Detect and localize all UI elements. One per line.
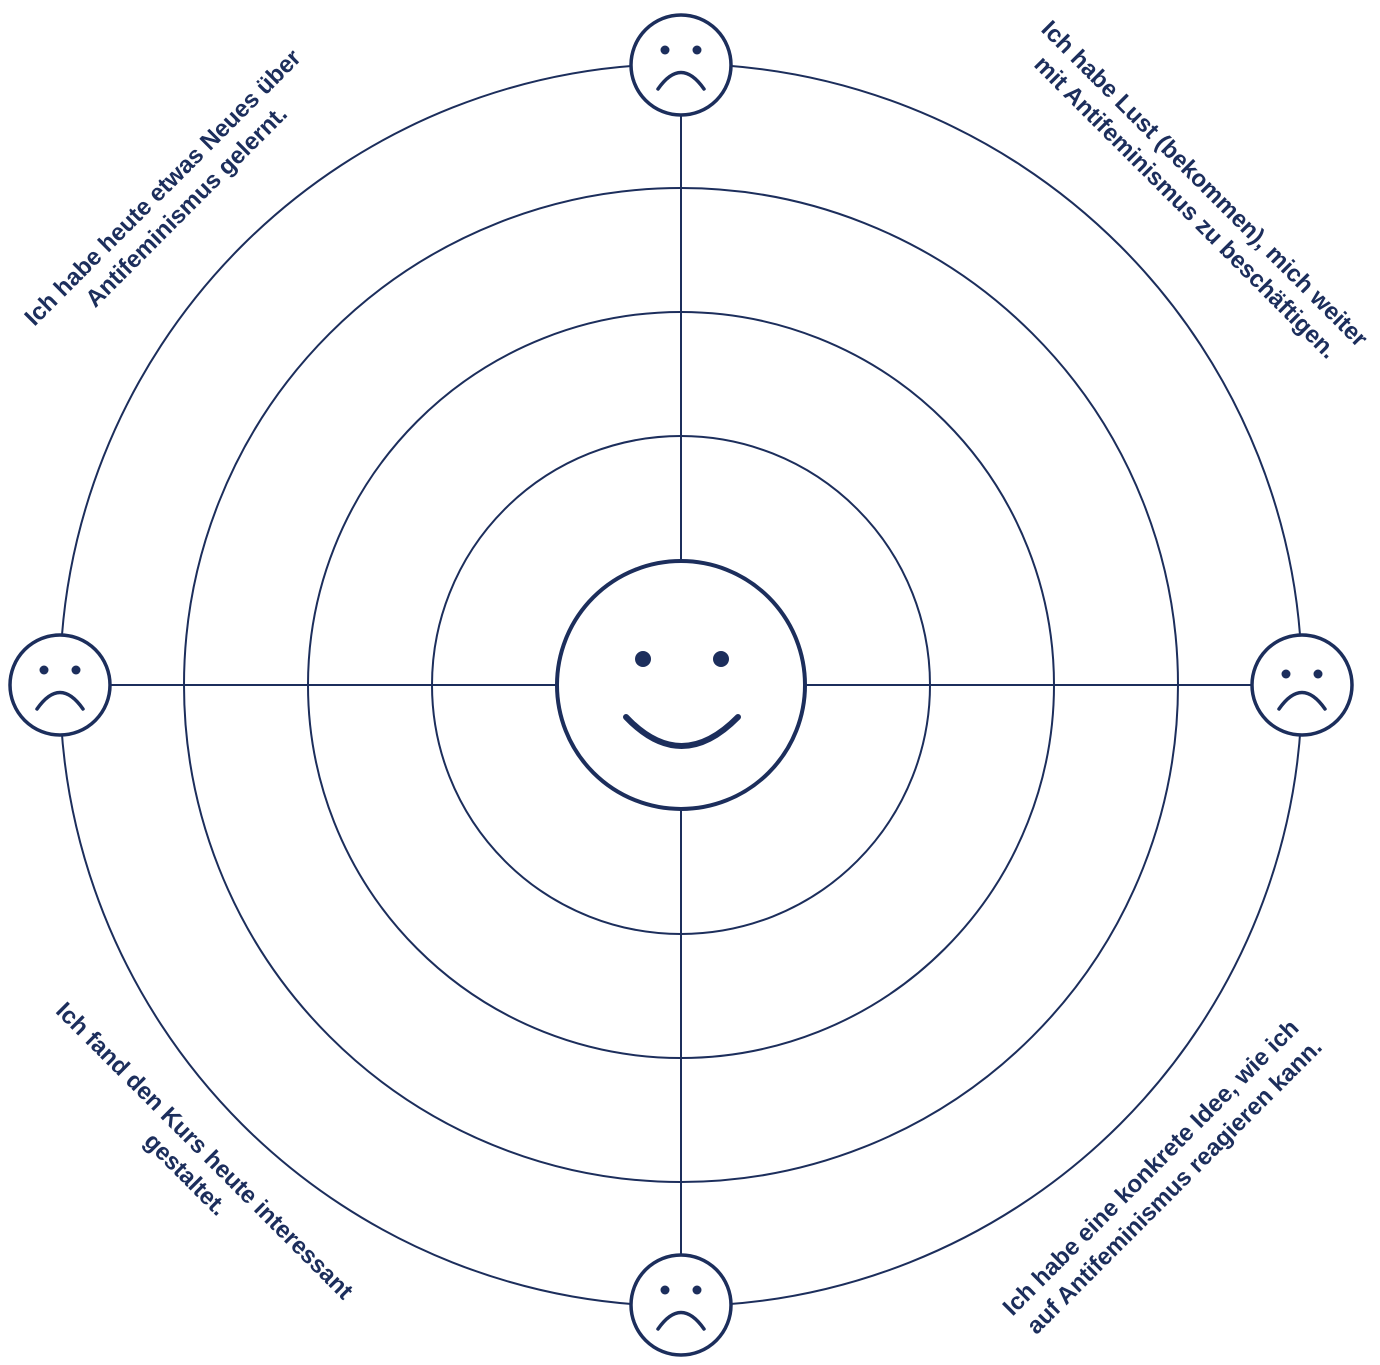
statement-top-right: Ich habe Lust (bekommen), mich weiter mi… (1015, 16, 1378, 379)
sad-face-icon-right (1250, 633, 1354, 737)
smiley-face-icon (555, 559, 807, 811)
statement-bottom-left-line-1: Ich fand den Kurs heute interessant (50, 997, 358, 1305)
statement-bottom-right-line-1: Ich habe eine konkrete Idee, wie ich (998, 1014, 1305, 1321)
statement-top-right-line-2: mit Antifeminismus zu beschäftigen. (1029, 51, 1343, 365)
statement-bottom-right: Ich habe eine konkrete Idee, wie ich auf… (998, 1010, 1331, 1343)
sad-face-icon-top (629, 13, 733, 117)
statement-top-left-line-1: Ich habe heute etwas Neues über (20, 44, 307, 331)
statement-top-right-line-1: Ich habe Lust (bekommen), mich weiter (1036, 16, 1373, 353)
statement-top-left-line-2: Antifeminismus gelernt. (80, 100, 292, 312)
statement-bottom-right-line-2: auf Antifeminismus reagieren kann. (1022, 1034, 1328, 1340)
statement-top-left: Ich habe heute etwas Neues über Antifemi… (20, 40, 333, 353)
sad-face-icon-bottom (629, 1253, 733, 1357)
statement-bottom-left: Ich fand den Kurs heute interessant gest… (29, 997, 363, 1331)
sad-face-icon-left (8, 633, 112, 737)
